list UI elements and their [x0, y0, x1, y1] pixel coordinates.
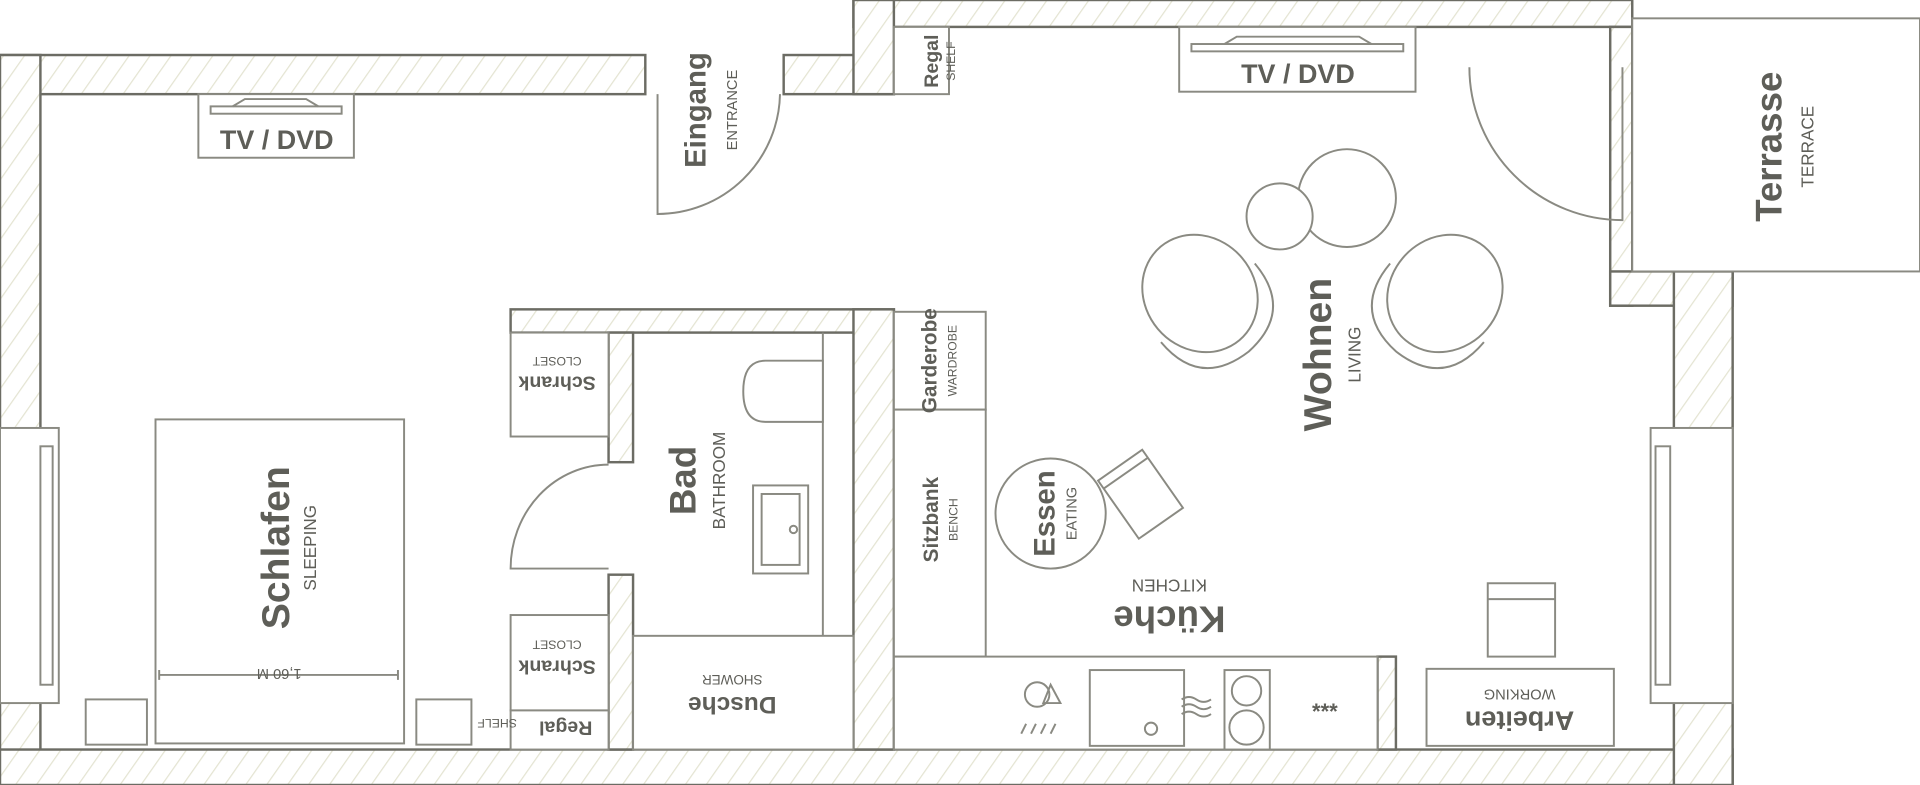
- shelf-bottom-label: Regal: [539, 716, 592, 738]
- tv-right-label: TV / DVD: [1241, 59, 1355, 89]
- eating-label-en: EATING: [1064, 487, 1080, 540]
- working-label-en: WORKING: [1484, 686, 1556, 702]
- kitchen-label: Küche: [1113, 598, 1225, 639]
- walls: [0, 0, 1734, 785]
- wardrobe-label-en: WARDROBE: [945, 325, 959, 396]
- closet-bottom-label-en: CLOSET: [532, 638, 581, 652]
- wardrobe-label: Garderobe: [919, 308, 942, 413]
- shower-label-en: SHOWER: [702, 672, 763, 687]
- entrance-door[interactable]: [656, 94, 781, 215]
- bathroom-door[interactable]: [509, 463, 609, 570]
- fridge-marker: ***: [1312, 699, 1338, 724]
- working-label: Arbeiten: [1465, 706, 1574, 736]
- furniture: [84, 25, 1615, 751]
- bench-label-en: BENCH: [947, 498, 961, 541]
- terrace-label-en: TERRACE: [1797, 106, 1817, 188]
- terrace-door[interactable]: [1468, 67, 1624, 222]
- sleeping-label: Schlafen: [255, 466, 298, 629]
- kitchen-label-en: KITCHEN: [1132, 576, 1207, 596]
- living-label: Wohnen: [1297, 278, 1340, 432]
- entrance-label: Eingang: [679, 52, 712, 168]
- shelf-bottom-label-en: SHELF: [477, 716, 516, 730]
- tv-left-label: TV / DVD: [220, 125, 334, 155]
- living-label-en: LIVING: [1344, 327, 1364, 383]
- closet-top-label: Schrank: [518, 372, 595, 394]
- terrace-label: Terrasse: [1749, 72, 1790, 222]
- closet-bottom-label: Schrank: [518, 655, 595, 677]
- bathroom-label: Bad: [662, 446, 703, 515]
- bed-width-label: 1,60 M: [257, 665, 302, 681]
- closet-top-label-en: CLOSET: [532, 354, 581, 368]
- sleeping-label-en: SLEEPING: [300, 505, 320, 591]
- terrace: [1631, 17, 1920, 273]
- bathroom-label-en: BATHROOM: [709, 432, 729, 530]
- windows: [0, 426, 1734, 705]
- eating-label: Essen: [1028, 470, 1061, 556]
- shelf-top-label: Regal: [921, 35, 943, 88]
- bench-label: Sitzbank: [920, 477, 943, 563]
- shelf-top-label-en: SHELF: [944, 41, 958, 80]
- shower-label: Dusche: [688, 691, 776, 718]
- entrance-label-en: ENTRANCE: [725, 70, 741, 151]
